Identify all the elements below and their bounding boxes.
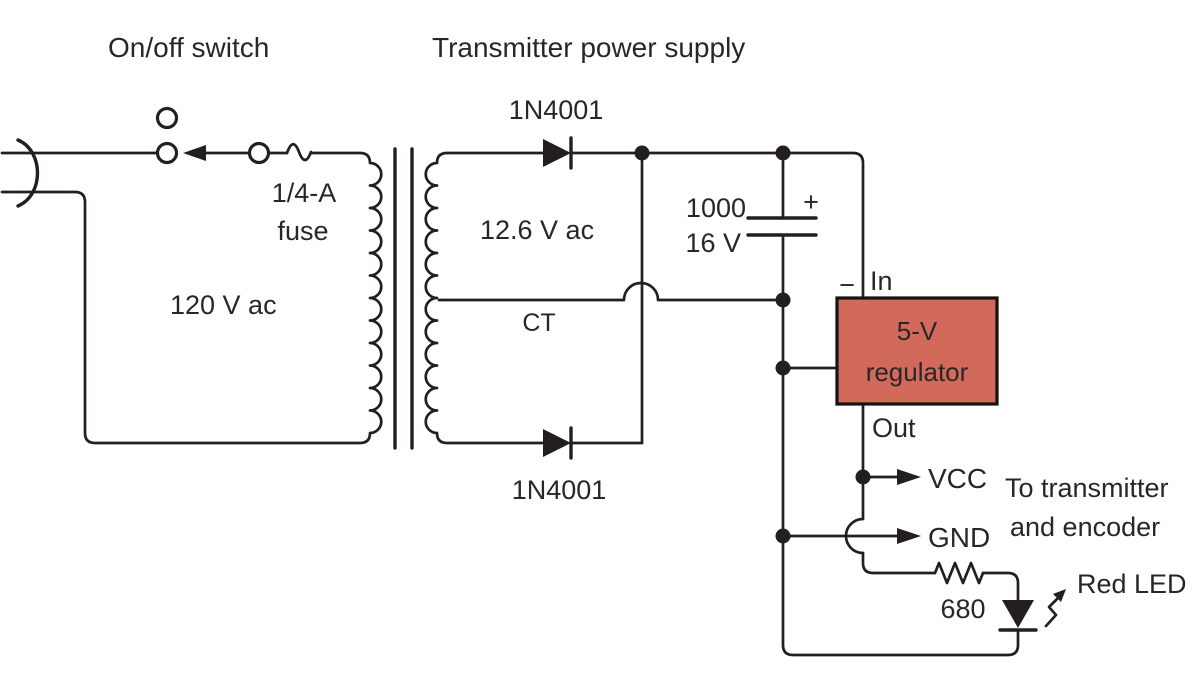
regulator-rect bbox=[835, 296, 999, 406]
junction-dot bbox=[855, 469, 871, 485]
switch-arrow-icon bbox=[183, 145, 206, 161]
switch-throw-closed-circle bbox=[155, 141, 179, 165]
vcc-arrow-icon bbox=[897, 469, 921, 485]
label-output-note-line2: and encoder bbox=[1010, 512, 1160, 542]
led-light-zigzag bbox=[1044, 595, 1061, 628]
label-center-tap: CT bbox=[522, 309, 555, 337]
title-on-off-switch: On/off switch bbox=[108, 32, 269, 63]
label-fuse-value: 1/4-A bbox=[272, 178, 337, 208]
label-capacitor-voltage: 16 V bbox=[685, 228, 741, 258]
wire-resistor-to-led bbox=[981, 571, 1020, 602]
label-diode-top: 1N4001 bbox=[509, 95, 604, 125]
label-output-note-line1: To transmitter bbox=[1005, 473, 1169, 503]
regulator-name-line1: 5-V bbox=[897, 316, 938, 346]
ac-plug-symbol bbox=[16, 138, 40, 208]
led-symbol bbox=[998, 589, 1066, 632]
junction-dot bbox=[775, 360, 791, 376]
transformer-primary-loop bbox=[0, 151, 383, 445]
diode-bottom-triangle bbox=[543, 429, 571, 457]
diode-bottom-symbol bbox=[543, 426, 573, 460]
regulator-box: 5-V regulator bbox=[835, 296, 999, 406]
label-capacitor-value: 1000 bbox=[686, 193, 746, 223]
junction-dot bbox=[775, 145, 791, 161]
transformer-secondary-coil bbox=[424, 151, 545, 445]
label-vcc: VCC bbox=[928, 463, 987, 494]
label-secondary-voltage: 12.6 V ac bbox=[480, 215, 594, 245]
switch-pole-circle bbox=[247, 141, 271, 165]
junction-dot bbox=[634, 145, 650, 161]
switch-throw-open-circle bbox=[155, 106, 179, 130]
label-fuse-word: fuse bbox=[277, 216, 328, 246]
junction-dot bbox=[775, 292, 791, 308]
led-light-arrowhead-icon bbox=[1053, 589, 1066, 602]
on-off-switch-symbol bbox=[155, 106, 271, 165]
wire-out-with-hop bbox=[844, 402, 937, 575]
diode-top-symbol bbox=[543, 136, 573, 170]
wires bbox=[0, 138, 1020, 657]
resistor-symbol bbox=[933, 561, 985, 585]
label-resistor-value: 680 bbox=[940, 594, 985, 624]
label-regulator-out: Out bbox=[872, 413, 916, 443]
junction-dots bbox=[634, 145, 871, 544]
wire-center-tap bbox=[437, 281, 777, 302]
label-red-led: Red LED bbox=[1077, 569, 1187, 599]
gnd-arrow-icon bbox=[897, 528, 921, 544]
label-capacitor-plus: + bbox=[803, 187, 819, 217]
fuse-symbol bbox=[285, 142, 313, 162]
diode-top-triangle bbox=[543, 139, 571, 167]
label-gnd: GND bbox=[928, 522, 990, 553]
regulator-name-line2: regulator bbox=[866, 357, 969, 387]
capacitor-symbol bbox=[746, 216, 818, 237]
label-diode-bottom: 1N4001 bbox=[512, 475, 607, 505]
wire-top-rail-to-in bbox=[569, 151, 865, 300]
title-transmitter-power-supply: Transmitter power supply bbox=[432, 32, 745, 63]
led-triangle bbox=[1002, 600, 1034, 628]
label-regulator-in: In bbox=[870, 266, 893, 296]
junction-dot bbox=[775, 528, 791, 544]
label-regulator-minus: − bbox=[839, 270, 855, 300]
wire-ground-rail bbox=[781, 233, 1020, 657]
label-primary-voltage: 120 V ac bbox=[170, 290, 277, 320]
